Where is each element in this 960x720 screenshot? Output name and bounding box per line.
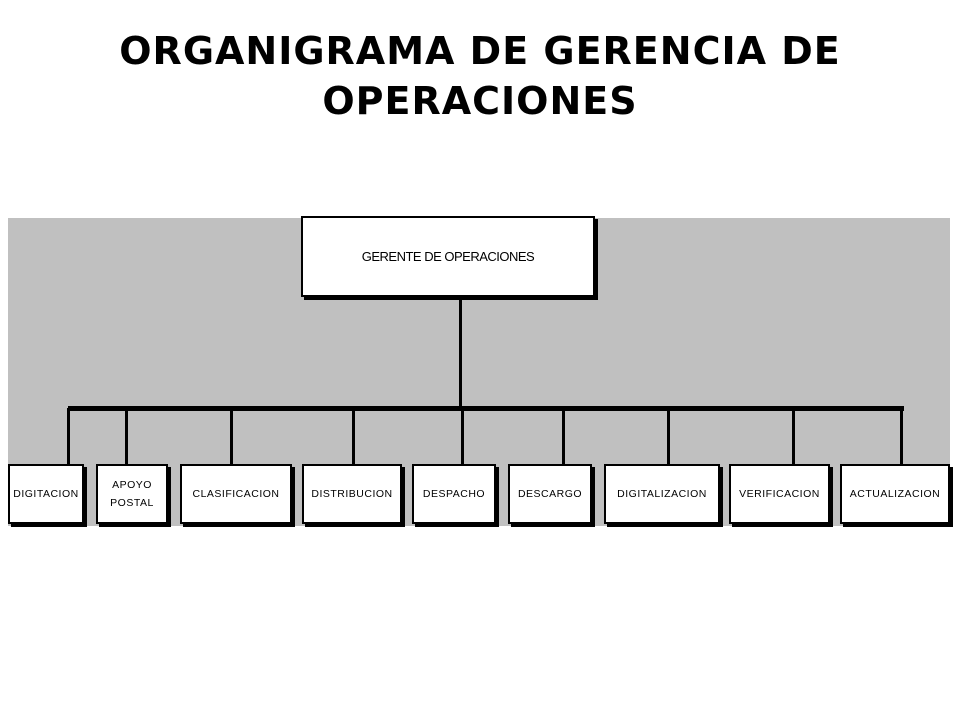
root-node-label: GERENTE DE OPERACIONES bbox=[361, 249, 535, 264]
dept-node-verificacion: VERIFICACION bbox=[729, 464, 830, 524]
drop-descargo bbox=[562, 408, 565, 464]
root-connector bbox=[459, 297, 462, 408]
drop-clasificacion bbox=[230, 408, 233, 468]
dept-node-label: DESPACHO bbox=[422, 488, 486, 500]
dept-node-digitalizacion: DIGITALIZACION bbox=[604, 464, 720, 524]
dept-node-label: VERIFICACION bbox=[739, 488, 820, 500]
dept-node-label: DISTRIBUCION bbox=[311, 488, 393, 500]
drop-digitacion bbox=[67, 408, 70, 464]
dept-node-label: APOYO POSTAL bbox=[110, 479, 154, 509]
drop-verificacion bbox=[792, 408, 795, 470]
drop-apoyo-postal bbox=[125, 408, 128, 464]
dept-node-digitacion: DIGITACION bbox=[8, 464, 84, 524]
dept-node-label: DIGITALIZACION bbox=[617, 488, 707, 500]
drop-actualizacion bbox=[900, 408, 903, 470]
page-title-line-1: ORGANIGRAMA DE GERENCIA DE bbox=[119, 29, 841, 73]
root-node-gerente: GERENTE DE OPERACIONES bbox=[301, 216, 595, 297]
dept-node-descargo: DESCARGO bbox=[508, 464, 592, 524]
page-title-line-2: OPERACIONES bbox=[322, 79, 638, 123]
dept-node-actualizacion: ACTUALIZACION bbox=[840, 464, 950, 524]
dept-node-label: DIGITACION bbox=[13, 488, 79, 500]
dept-node-label: CLASIFICACION bbox=[192, 488, 280, 500]
dept-node-label: DESCARGO bbox=[517, 488, 583, 500]
page-title: ORGANIGRAMA DE GERENCIA DE OPERACIONES bbox=[60, 26, 900, 126]
dept-node-label: ACTUALIZACION bbox=[849, 488, 941, 500]
drop-despacho bbox=[461, 408, 464, 464]
drop-distribucion bbox=[352, 408, 355, 464]
dept-node-apoyo-postal: APOYO POSTAL bbox=[96, 464, 168, 524]
dept-node-clasificacion: CLASIFICACION bbox=[180, 464, 292, 524]
dept-node-despacho: DESPACHO bbox=[412, 464, 496, 524]
drop-digitalizacion bbox=[667, 408, 670, 464]
horizontal-bus bbox=[68, 406, 904, 411]
dept-node-distribucion: DISTRIBUCION bbox=[302, 464, 402, 524]
